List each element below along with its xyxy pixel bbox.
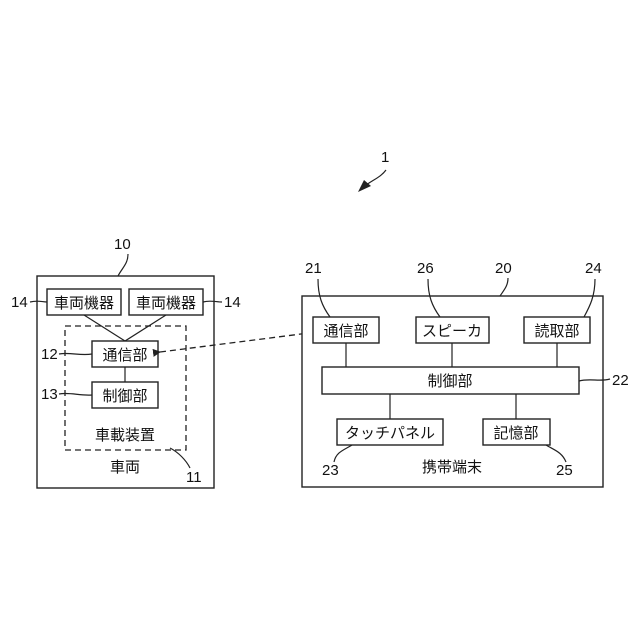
touch-panel-label: タッチパネル (345, 424, 435, 442)
ref-terminal-control: 22 (612, 372, 629, 389)
storage-label: 記憶部 (493, 424, 538, 442)
vehicle-label: 車両 (110, 458, 140, 476)
ref-vehicle-control: 13 (41, 386, 58, 403)
ref-vehicle: 10 (114, 236, 131, 253)
onboard-device-label: 車載装置 (95, 426, 155, 444)
ref-vehicle-equipment-left: 14 (11, 294, 28, 311)
ref-terminal-leader (500, 278, 508, 296)
speaker-label: スピーカ (422, 322, 482, 340)
ref-touch-panel: 23 (322, 462, 339, 479)
ref-vehicle-comm: 12 (41, 346, 58, 363)
ref-terminal: 20 (495, 260, 512, 277)
ref-reader: 24 (585, 260, 602, 277)
vehicle-equipment-label-left: 車両機器 (54, 294, 114, 312)
vehicle-comm-label: 通信部 (102, 346, 147, 364)
ref-terminal-comm: 21 (305, 260, 322, 277)
ref-vehicle-leader (118, 254, 128, 276)
terminal-label: 携帯端末 (422, 458, 482, 476)
vehicle-equipment-label-right: 車両機器 (136, 294, 196, 312)
terminal-comm-label: 通信部 (323, 322, 368, 340)
ref-vehicle-equipment-right: 14 (224, 294, 241, 311)
terminal-control-label: 制御部 (427, 372, 472, 390)
ref-storage: 25 (556, 462, 573, 479)
ref-system-arrowhead (358, 180, 371, 192)
ref-system: 1 (381, 149, 389, 166)
ref-equipment-right-leader (203, 301, 222, 302)
vehicle-control-label: 制御部 (102, 387, 147, 405)
ref-speaker: 26 (417, 260, 434, 277)
ref-onboard-device: 11 (186, 469, 202, 486)
reader-label: 読取部 (534, 322, 579, 340)
